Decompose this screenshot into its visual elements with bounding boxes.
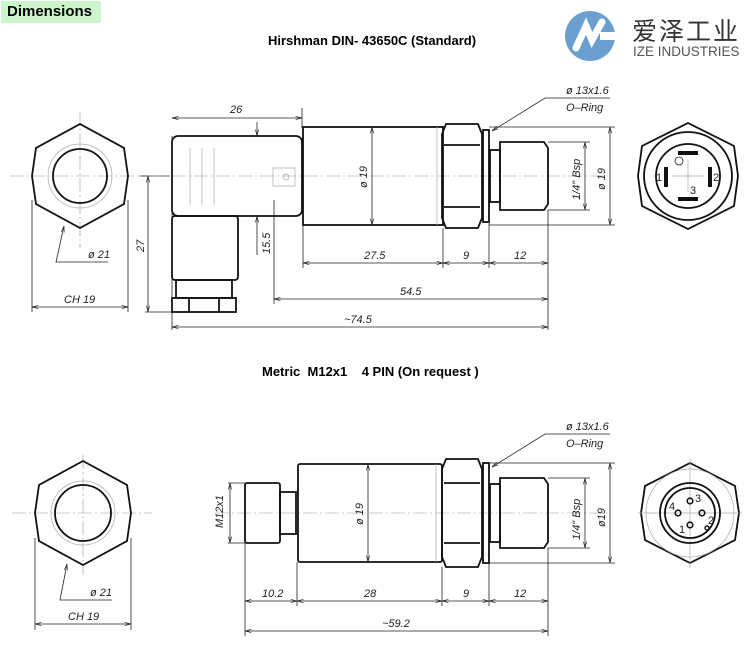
top-body-diameter-label: ø 19 xyxy=(358,166,370,188)
bottom-oring-label: O–Ring xyxy=(566,438,604,450)
top-side-view xyxy=(150,97,615,330)
top-overall-length-label: ~74.5 xyxy=(344,314,373,326)
bottom-connector-thread-label: M12x1 xyxy=(214,495,226,528)
section-tag-dimensions: Dimensions xyxy=(1,1,101,23)
bottom-hex-end-view xyxy=(12,455,152,630)
bottom-oring-size-label: ø 13x1.6 xyxy=(566,421,610,433)
top-pin-2-label: 2 xyxy=(713,172,719,184)
logo-name-en: IZE INDUSTRIES xyxy=(633,44,740,59)
top-connector-width-label: 26 xyxy=(229,104,243,116)
top-pin-1-label: 1 xyxy=(656,172,662,184)
top-connector-offset-label: 15.5 xyxy=(261,232,273,254)
bottom-outer-diameter-label: ø19 xyxy=(596,508,608,527)
bottom-pin-3-label: 3 xyxy=(695,493,701,505)
bottom-body-diameter-label: ø 19 xyxy=(354,503,366,525)
bottom-thread-length-label: 12 xyxy=(514,588,526,600)
top-thread-label: 1/4" Bsp xyxy=(571,159,583,200)
bottom-pin-4-label: 4 xyxy=(669,501,675,513)
top-drawing-title: Hirshman DIN- 43650C (Standard) xyxy=(268,33,477,48)
bottom-connector-length-label: 10.2 xyxy=(262,588,283,600)
bottom-side-view xyxy=(215,433,615,636)
bottom-left-hex-label: CH 19 xyxy=(68,611,99,623)
top-outer-diameter-label: ø 19 xyxy=(596,168,608,190)
ize-logo-icon xyxy=(565,11,616,61)
bottom-hex-length-label: 9 xyxy=(463,588,469,600)
top-pin-3-label: 3 xyxy=(690,185,696,197)
bottom-body-length-label: 28 xyxy=(363,588,377,600)
bottom-overall-length-label: ~59.2 xyxy=(382,618,410,630)
top-left-hex-label: CH 19 xyxy=(64,294,95,306)
brand-logo: 爱泽工业 IZE INDUSTRIES xyxy=(556,8,746,64)
top-thread-length-label: 12 xyxy=(514,250,526,262)
top-left-height-label: 27 xyxy=(135,239,147,253)
bottom-pin-face-view xyxy=(638,458,742,568)
top-hex-length-label: 9 xyxy=(463,250,469,262)
top-hex-end-view xyxy=(10,112,175,313)
logo-name-cn: 爱泽工业 xyxy=(632,17,741,46)
top-pin-face-view xyxy=(637,121,739,231)
bottom-thread-label: 1/4" Bsp xyxy=(571,499,583,540)
bottom-pin-1-label: 1 xyxy=(679,524,685,536)
top-left-diameter-label: ø 21 xyxy=(88,249,110,261)
top-oring-label: O–Ring xyxy=(566,102,604,114)
top-oring-size-label: ø 13x1.6 xyxy=(566,85,610,97)
top-to-thread-end-label: 54.5 xyxy=(400,286,422,298)
bottom-left-diameter-label: ø 21 xyxy=(90,587,112,599)
bottom-pin-2-label: 2 xyxy=(708,515,714,527)
top-body-length-label: 27.5 xyxy=(363,250,386,262)
bottom-drawing-title: Metric M12x1 4 PIN (On request ) xyxy=(262,364,479,379)
